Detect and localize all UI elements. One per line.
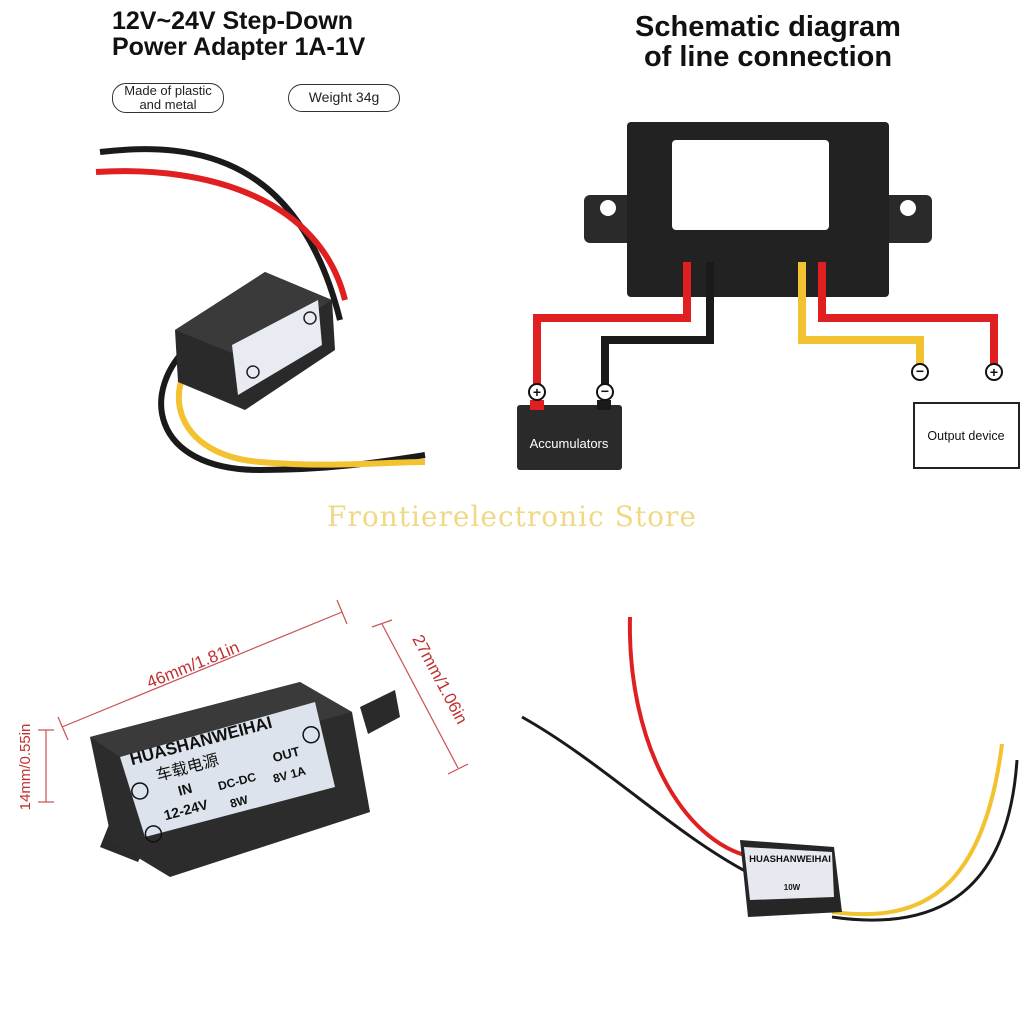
wire-black-in <box>521 715 748 874</box>
minus-icon <box>246 365 260 379</box>
output-device <box>913 402 1020 469</box>
label-out: OUT <box>271 744 301 766</box>
plus-icon <box>131 782 149 800</box>
output-plus-icon <box>985 363 1003 381</box>
module-body <box>175 272 335 410</box>
dimension-lines <box>38 599 469 803</box>
dimensions-illustration: 46mm/1.81in 27mm/1.06in 14mm/0.55in HUAS… <box>17 599 471 877</box>
battery-minus-icon <box>596 383 614 401</box>
store-watermark: Frontierelectronic Store <box>327 500 697 533</box>
material-line2: and metal <box>139 97 197 112</box>
material-badge: Made of plastic and metal <box>112 83 224 113</box>
svg-text:+: + <box>533 384 541 400</box>
wiring-diagram: Accumulators + − Output device − + <box>517 122 1020 470</box>
label-power: 8W <box>228 792 250 810</box>
plus-icon <box>302 725 320 744</box>
material-line1: Made of plastic <box>124 82 212 98</box>
minus-icon <box>144 825 163 843</box>
panel-wiring-diagram: Schematic diagram of line connection <box>512 0 1024 512</box>
product-title: 12V~24V Step-Down Power Adapter 1A-1V <box>112 8 365 61</box>
wire-black-out <box>831 759 1019 922</box>
wire-red-output <box>818 262 998 365</box>
module-with-wires-illustration <box>95 146 426 474</box>
diagram-title-line1: Schematic diagram <box>635 11 901 43</box>
dimension-height-label: 14mm/0.55in <box>17 724 34 811</box>
module-label <box>232 300 322 395</box>
label-in: IN <box>176 780 194 799</box>
wire-red-input <box>533 262 691 385</box>
battery <box>517 400 622 470</box>
converter-label <box>672 140 829 230</box>
panel-product-overview: 12V~24V Step-Down Power Adapter 1A-1V Ma… <box>0 0 512 512</box>
module-label <box>744 847 834 900</box>
converter-module <box>584 122 932 297</box>
wire-red-in <box>627 616 753 859</box>
output-device-label: Output device <box>927 429 1004 443</box>
diagram-title-line2: of line connection <box>643 41 893 74</box>
wire-red-in <box>95 168 348 301</box>
plus-icon <box>303 311 317 325</box>
svg-text:+: + <box>990 364 998 380</box>
wire-yellow-out <box>175 347 426 468</box>
output-minus-icon <box>911 363 929 381</box>
module-label <box>120 702 335 837</box>
wire-yellow-out <box>831 743 1004 917</box>
wire-black-in <box>99 146 343 321</box>
label-power: 10W <box>784 883 801 892</box>
svg-text:−: − <box>601 383 609 399</box>
module-body <box>740 840 842 917</box>
product-title-line2: Power Adapter 1A-1V <box>112 33 366 62</box>
module-angle-illustration: HUASHANWEIHAI 10W <box>521 616 1019 922</box>
wire-yellow-output <box>798 262 924 365</box>
dimension-width-label: 27mm/1.06in <box>408 632 471 728</box>
diagram-title: Schematic diagram of line connection <box>512 12 1024 73</box>
product-title-line1: 12V~24V Step-Down <box>112 7 354 35</box>
label-brand: HUASHANWEIHAI <box>749 854 831 865</box>
panel-dimensions: 46mm/1.81in 27mm/1.06in 14mm/0.55in HUAS… <box>0 512 512 1024</box>
battery-plus-icon <box>528 383 546 401</box>
panel-module-angle-view: HUASHANWEIHAI 10W <box>512 512 1024 1024</box>
weight-badge: Weight 34g <box>288 84 400 112</box>
svg-text:−: − <box>916 363 924 379</box>
battery-label: Accumulators <box>530 436 609 451</box>
dimension-length-label: 46mm/1.81in <box>144 638 242 692</box>
wire-black-input <box>601 262 714 385</box>
